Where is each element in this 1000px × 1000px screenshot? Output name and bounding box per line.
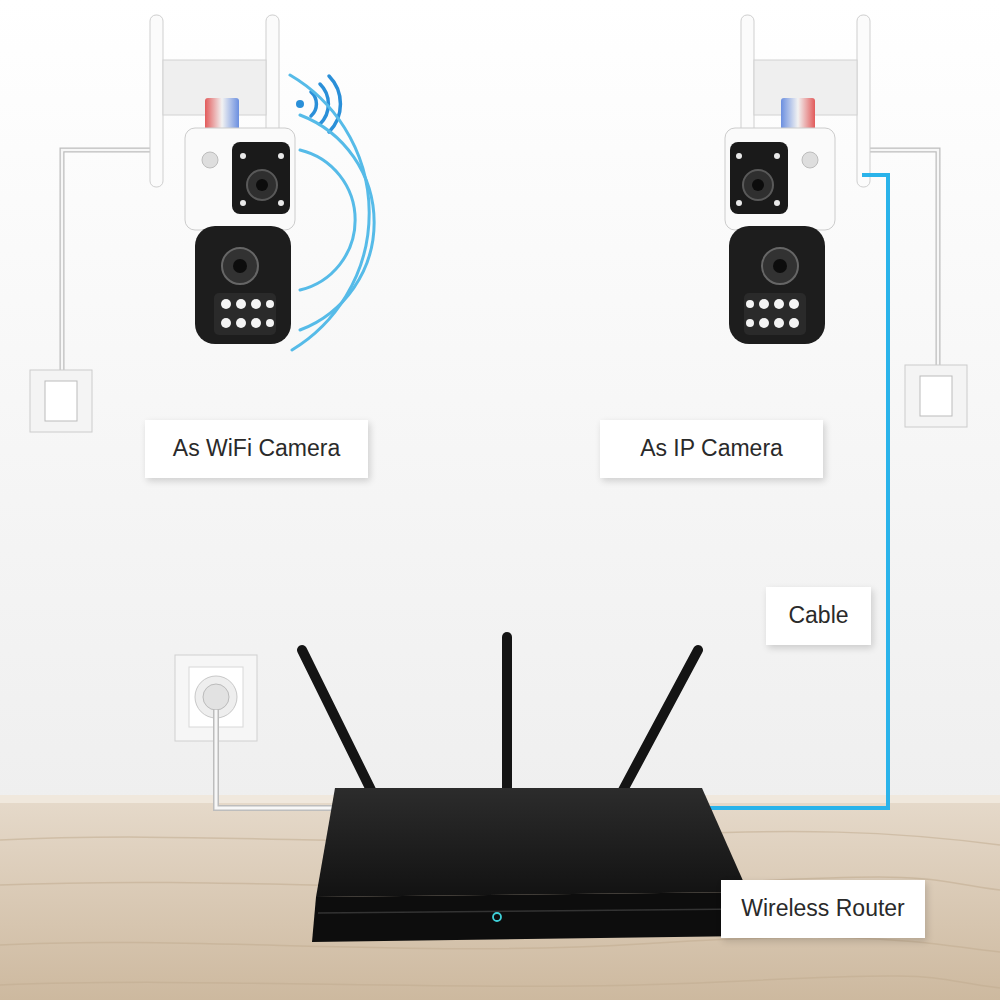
label-box: As IP Camera [600,420,823,478]
wifi-waves [290,75,374,350]
label-box: Wireless Router [721,880,925,938]
status-led [493,913,501,921]
ip-camera [725,15,870,344]
router-top [316,788,748,897]
label-box: Cable [766,587,871,645]
power-wire [62,150,160,372]
wall-outlet [30,370,92,432]
router-antennas [302,637,698,792]
wall-outlet-face [920,376,952,416]
label-text: Cable [788,602,848,630]
label-text: As IP Camera [640,435,783,463]
wall-outlet-face [45,381,77,421]
router-front [312,892,748,942]
power-wire [62,150,160,372]
router-seam [318,909,744,913]
wifi-camera [150,15,295,344]
wall-outlet [905,365,967,427]
label-text: Wireless Router [741,895,905,923]
network-cable [672,175,888,808]
label-text: As WiFi Camera [173,435,340,463]
power-wire [860,150,938,367]
power-cord [216,710,335,808]
power-wire [860,150,938,367]
plug [203,684,229,710]
power-cord [216,710,335,808]
label-box: As WiFi Camera [145,420,368,478]
